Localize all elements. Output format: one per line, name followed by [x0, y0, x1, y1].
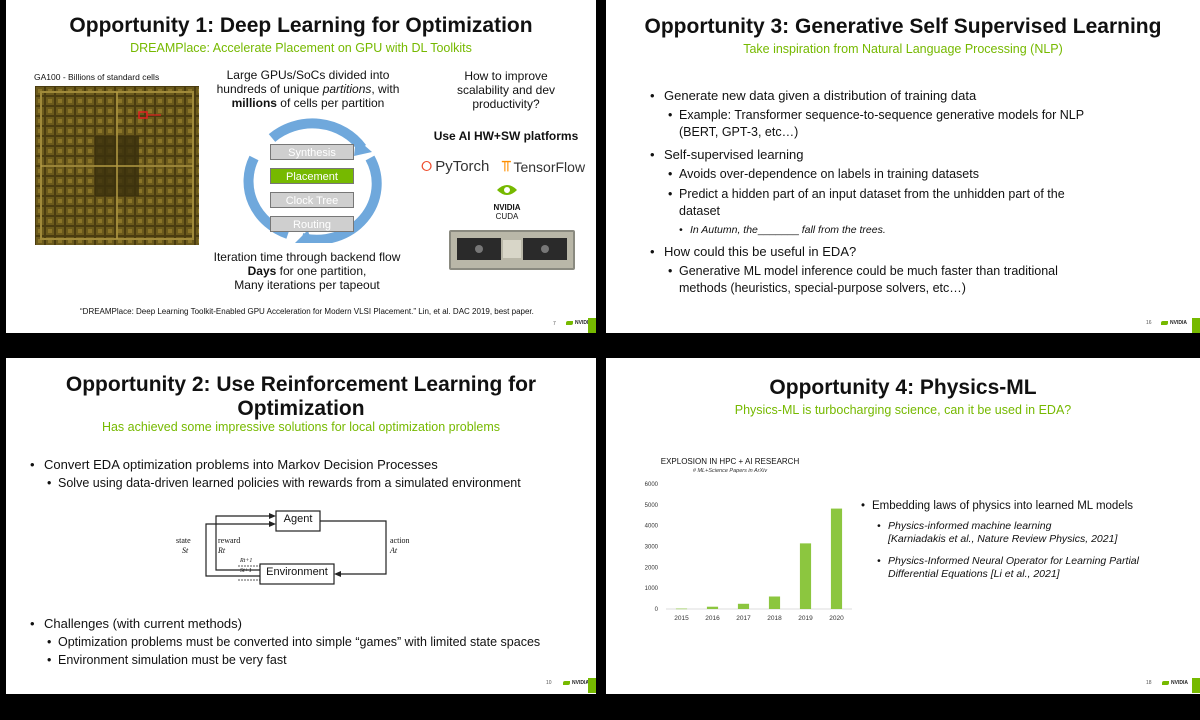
slide-subtitle: DREAMPlace: Accelerate Placement on GPU …	[130, 41, 472, 55]
nvidia-footer-logo: NVIDIA	[1161, 320, 1187, 326]
flow-routing: Routing	[270, 216, 354, 232]
bar-2019	[799, 543, 812, 609]
slide-title: Opportunity 2: Use Reinforcement Learnin…	[65, 373, 537, 420]
accent-bar	[588, 678, 596, 693]
backend-flow-diagram: Synthesis Placement Clock Tree Routing	[242, 118, 382, 243]
slide-title: Opportunity 4: Physics-ML	[769, 376, 1037, 399]
bullet-example: Example: Transformer sequence-to-sequenc…	[668, 107, 1084, 141]
slide-subtitle: Take inspiration from Natural Language P…	[743, 42, 1063, 56]
x-tick-label: 2015	[674, 615, 689, 622]
nvidia-eye-icon	[566, 321, 573, 325]
y-axis-ticks: 0 1000 2000 3000 4000 5000 6000	[645, 482, 852, 613]
accent-bar	[1192, 678, 1200, 693]
slide-opportunity-4: Opportunity 4: Physics-ML Physics-ML is …	[606, 358, 1200, 694]
bullet-neural-operator: Physics-Informed Neural Operator for Lea…	[877, 555, 1139, 581]
bar-2020	[830, 508, 843, 609]
y-tick-label: 1000	[645, 586, 659, 592]
accent-bar	[1192, 318, 1200, 333]
page-number: 10	[546, 680, 552, 686]
nvidia-eye-icon	[497, 185, 517, 195]
x-tick-label: 2020	[829, 615, 844, 622]
pytorch-flame-icon: ⭘	[421, 158, 433, 174]
reward-next-symbol: Rt+1	[240, 558, 253, 564]
x-tick-label: 2018	[767, 615, 782, 622]
bar-2016	[706, 606, 719, 609]
chip-label: GA100 - Billions of standard cells	[34, 72, 160, 82]
page-number: 7	[553, 321, 556, 327]
accent-bar	[588, 318, 596, 333]
y-tick-label: 2000	[645, 565, 659, 571]
x-tick-label: 2017	[736, 615, 751, 622]
bullet-avoids: Avoids over-dependence on labels in trai…	[668, 166, 979, 183]
rl-agent-environment-diagram: Agent Environment state St reward Rt act…	[176, 506, 436, 601]
citation: “DREAMPlace: Deep Learning Toolkit-Enabl…	[80, 307, 534, 316]
nvidia-eye-icon	[1162, 681, 1169, 685]
nvidia-footer-logo: NVIDIA	[563, 680, 589, 686]
environment-box: Environment	[266, 566, 328, 578]
slide-opportunity-1: Opportunity 1: Deep Learning for Optimiz…	[6, 0, 596, 333]
y-tick-label: 0	[655, 607, 659, 613]
chart-subtitle: # ML+Science Papers in ArXiv	[693, 468, 768, 474]
state-symbol: St	[182, 546, 189, 555]
reward-label: reward	[218, 536, 241, 545]
bar-2017	[737, 603, 750, 609]
bullet-simulation: Environment simulation must be very fast	[47, 652, 287, 669]
bullet-physics-informed: Physics-informed machine learning [Karni…	[877, 520, 1117, 546]
slide-title: Opportunity 1: Deep Learning for Optimiz…	[69, 14, 533, 37]
nvidia-eye-icon	[563, 681, 570, 685]
tensorflow-logo: ⫪ TensorFlow	[502, 158, 586, 175]
reward-symbol: Rt	[218, 546, 226, 555]
bars	[675, 508, 843, 610]
bullet-eda: How could this be useful in EDA?	[650, 243, 856, 260]
page-number: 18	[1146, 680, 1152, 686]
flow-synthesis: Synthesis	[270, 144, 354, 160]
nvidia-footer-logo: NVIDIA	[566, 320, 592, 326]
action-label: action	[390, 536, 410, 545]
y-tick-label: 4000	[645, 524, 659, 530]
bullet-generative-ml: Generative ML model inference could be m…	[668, 263, 1058, 297]
nvidia-footer-logo: NVIDIA	[1162, 680, 1188, 686]
bullet-solve: Solve using data-driven learned policies…	[47, 475, 521, 492]
x-axis-ticks: 2015 2016 2017 2018 2019 2020	[674, 615, 844, 622]
page-number: 16	[1146, 320, 1152, 326]
slide-opportunity-2: Opportunity 2: Use Reinforcement Learnin…	[6, 358, 596, 694]
partition-text: Large GPUs/SoCs divided into hundreds of…	[216, 68, 400, 110]
x-tick-label: 2019	[798, 615, 813, 622]
how-to-improve-text: How to improve scalability and dev produ…	[456, 69, 556, 111]
bullet-games: Optimization problems must be converted …	[47, 634, 540, 651]
nvidia-cuda-logo: NVIDIA CUDA	[484, 182, 530, 222]
state-label: state	[176, 536, 191, 545]
action-symbol: At	[390, 546, 398, 555]
bar-2018	[768, 596, 781, 609]
chart-title: EXPLOSION IN HPC + AI RESEARCH	[661, 457, 800, 466]
bullet-embedding-laws: Embedding laws of physics into learned M…	[861, 498, 1133, 515]
slide-opportunity-3: Opportunity 3: Generative Self Supervise…	[606, 0, 1200, 333]
slide-title: Opportunity 3: Generative Self Supervise…	[644, 15, 1162, 38]
state-next-symbol: St+1	[240, 568, 252, 574]
tensorflow-icon: ⫪	[502, 158, 511, 175]
x-tick-label: 2016	[705, 615, 720, 622]
flow-clock-tree: Clock Tree	[270, 192, 354, 208]
y-tick-label: 5000	[645, 503, 659, 509]
nvidia-eye-icon	[1161, 321, 1168, 325]
arxiv-papers-bar-chart: EXPLOSION IN HPC + AI RESEARCH # ML+Scie…	[645, 457, 852, 622]
slide-subtitle: Has achieved some impressive solutions f…	[101, 420, 501, 434]
y-tick-label: 6000	[645, 482, 659, 488]
pytorch-logo: ⭘ PyTorch	[421, 158, 490, 175]
iteration-text: Iteration time through backend flow Days…	[213, 250, 401, 292]
bar-2015	[675, 608, 688, 610]
bullet-generate: Generate new data given a distribution o…	[650, 87, 976, 104]
platforms-label: Use AI HW+SW platforms	[433, 129, 579, 143]
agent-box: Agent	[283, 513, 313, 525]
bullet-challenges: Challenges (with current methods)	[30, 615, 242, 632]
y-tick-label: 3000	[645, 545, 659, 551]
bullet-convert-mdp: Convert EDA optimization problems into M…	[30, 456, 438, 473]
bullet-self-supervised: Self-supervised learning	[650, 146, 804, 163]
bullet-predict: Predict a hidden part of an input datase…	[668, 186, 1065, 220]
ga100-chip-image	[35, 86, 199, 245]
slide-subtitle: Physics-ML is turbocharging science, can…	[734, 403, 1072, 417]
flow-placement: Placement	[270, 168, 354, 184]
dgx-server-image	[449, 226, 575, 274]
bullet-autumn-example: In Autumn, the_______ fall from the tree…	[679, 222, 886, 239]
